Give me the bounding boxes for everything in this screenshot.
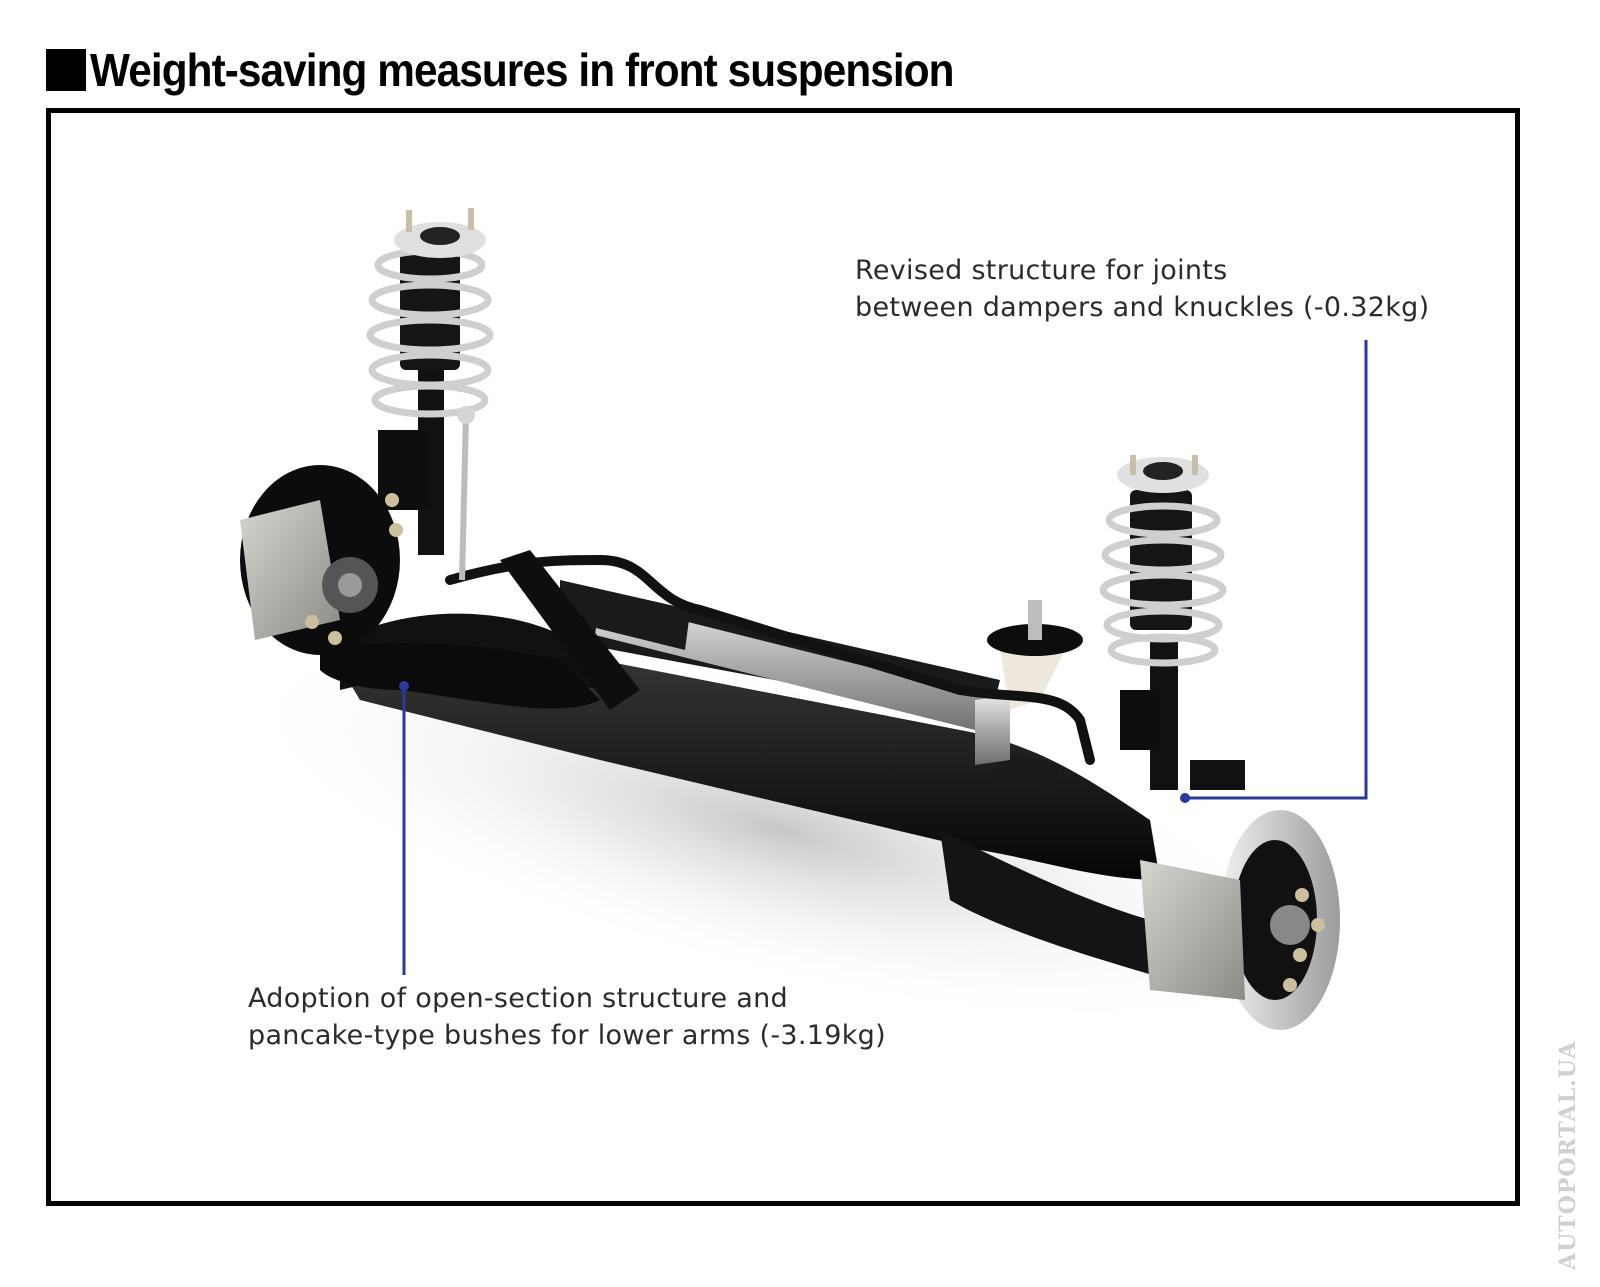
steering-rack <box>595 590 1083 795</box>
left-brake <box>240 465 403 655</box>
title-marker-icon <box>46 49 86 91</box>
leader-line-lower-arm <box>399 681 409 975</box>
callout-damper-knuckle-line1: Revised structure for joints <box>855 255 1228 286</box>
callout-damper-knuckle-line2: between dampers and knuckles (-0.32kg) <box>855 292 1430 323</box>
right-strut <box>1099 455 1245 790</box>
right-brake <box>1140 810 1340 1030</box>
watermark: AUTOPORTAL.UA <box>1555 1040 1581 1270</box>
figure-title: Weight-saving measures in front suspensi… <box>46 40 1029 100</box>
leader-line-damper-knuckle <box>1180 340 1368 803</box>
callout-lower-arms-line2: pancake-type bushes for lower arms (-3.1… <box>248 1020 886 1051</box>
title-text: Weight-saving measures in front suspensi… <box>90 44 954 96</box>
left-lower-arm <box>320 643 600 709</box>
callout-lower-arms: Adoption of open-section structure and p… <box>248 980 886 1054</box>
callout-damper-knuckle: Revised structure for joints between dam… <box>855 252 1429 326</box>
callout-lower-arms-line1: Adoption of open-section structure and <box>248 983 788 1014</box>
left-strut <box>366 208 494 581</box>
